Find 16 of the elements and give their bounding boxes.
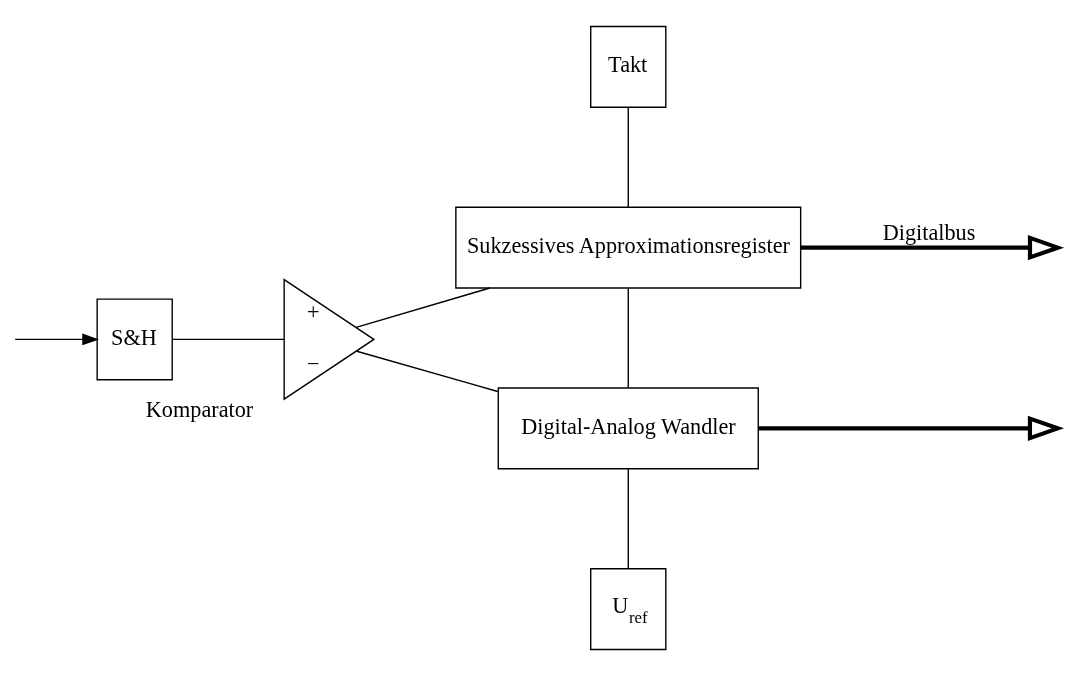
node-label: Komparator	[145, 396, 254, 422]
connector	[356, 350, 499, 392]
connector	[355, 286, 491, 328]
arrow	[14, 333, 99, 345]
node-box: Sukzessives Approximationsregister	[455, 206, 802, 289]
connector	[627, 106, 629, 208]
connector	[627, 467, 629, 569]
node-box: Digital-Analog Wandler	[497, 386, 759, 469]
edge-label: Digitalbus	[882, 219, 976, 245]
arrow	[758, 415, 1065, 441]
arrow	[800, 234, 1065, 260]
node-box: U$_{ref}$	[590, 567, 667, 650]
node-box: Takt	[590, 25, 667, 108]
node-box: S&H	[96, 297, 173, 380]
connector	[627, 286, 629, 389]
connector	[171, 338, 285, 340]
